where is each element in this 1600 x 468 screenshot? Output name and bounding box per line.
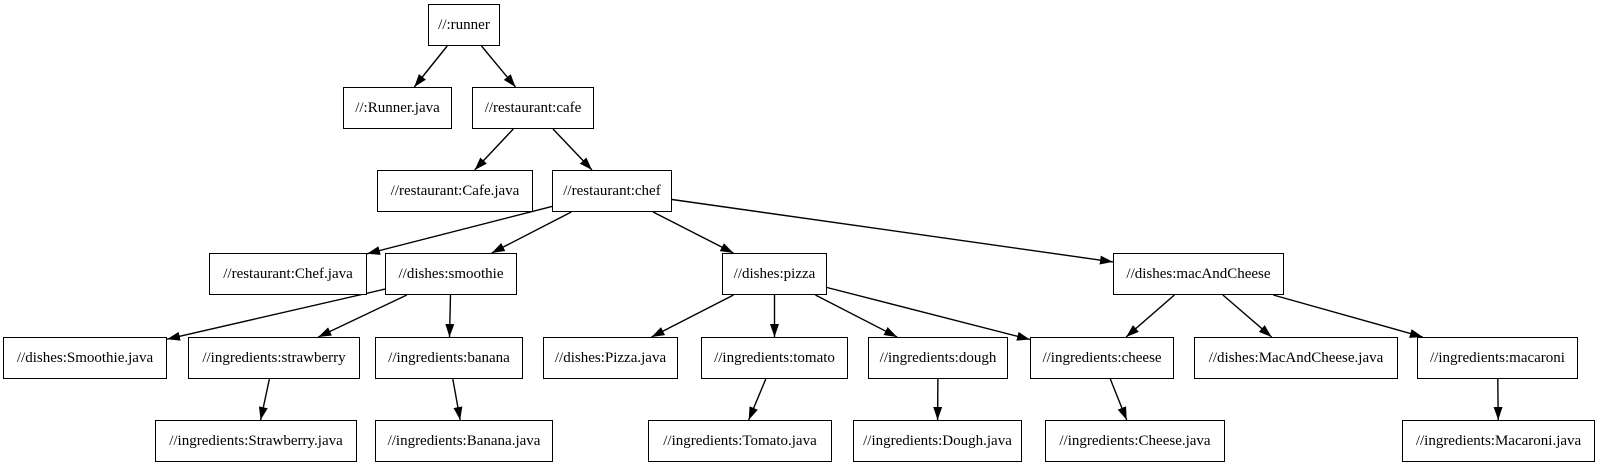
graph-node-pizza-java: //dishes:Pizza.java <box>543 337 678 379</box>
graph-node-dough: //ingredients:dough <box>868 337 1008 379</box>
graph-node-tomato: //ingredients:tomato <box>701 337 848 379</box>
edge-smoothie-to-strawberry <box>317 294 408 338</box>
graph-node-dough-java: //ingredients:Dough.java <box>853 420 1022 462</box>
graph-node-strawberry: //ingredients:strawberry <box>188 337 360 379</box>
graph-node-macaroni: //ingredients:macaroni <box>1417 337 1578 379</box>
graph-node-cafe-java: //restaurant:Cafe.java <box>377 170 533 212</box>
edge-cafe-to-cafe-java <box>474 128 514 171</box>
edge-pizza-to-cheese <box>826 286 1031 341</box>
edge-banana-to-banana-java <box>452 378 463 421</box>
graph-node-banana-java: //ingredients:Banana.java <box>375 420 553 462</box>
graph-node-smoothie-java: //dishes:Smoothie.java <box>3 337 167 379</box>
edge-runner-to-runner-java <box>413 45 448 88</box>
graph-node-cheese: //ingredients:cheese <box>1030 337 1174 379</box>
graph-node-banana: //ingredients:banana <box>375 337 523 379</box>
edge-mac-and-cheese-to-cheese <box>1125 294 1175 338</box>
graph-node-chef-java: //restaurant:Chef.java <box>209 253 367 295</box>
edge-mac-and-cheese-to-mac-and-cheese-java <box>1222 294 1273 338</box>
edge-tomato-to-tomato-java <box>748 378 767 421</box>
edge-chef-to-smoothie <box>491 211 572 254</box>
graph-node-macaroni-java: //ingredients:Macaroni.java <box>1402 420 1595 462</box>
edge-cheese-to-cheese-java <box>1109 378 1128 421</box>
graph-node-strawberry-java: //ingredients:Strawberry.java <box>155 420 357 462</box>
graph-node-runner: //:runner <box>428 4 500 46</box>
edge-chef-to-chef-java <box>366 205 553 255</box>
edge-smoothie-to-smoothie-java <box>166 288 386 341</box>
graph-node-mac-and-cheese: //dishes:macAndCheese <box>1113 253 1284 295</box>
graph-node-pizza: //dishes:pizza <box>722 253 827 295</box>
edge-pizza-to-pizza-java <box>651 294 734 338</box>
edge-mac-and-cheese-to-macaroni <box>1273 294 1423 338</box>
graph-node-tomato-java: //ingredients:Tomato.java <box>648 420 832 462</box>
graph-node-smoothie: //dishes:smoothie <box>385 253 517 295</box>
edge-smoothie-to-banana <box>445 294 455 338</box>
graph-node-chef: //restaurant:chef <box>552 170 672 212</box>
graph-node-cafe: //restaurant:cafe <box>472 87 594 129</box>
edge-strawberry-to-strawberry-java <box>258 378 271 421</box>
graph-node-mac-and-cheese-java: //dishes:MacAndCheese.java <box>1194 337 1398 379</box>
edge-runner-to-cafe <box>480 45 517 88</box>
edge-chef-to-pizza <box>652 211 734 254</box>
edge-pizza-to-dough <box>815 294 898 338</box>
graph-node-cheese-java: //ingredients:Cheese.java <box>1045 420 1225 462</box>
graph-node-runner-java: //:Runner.java <box>343 87 452 129</box>
edge-cafe-to-chef <box>552 128 593 171</box>
